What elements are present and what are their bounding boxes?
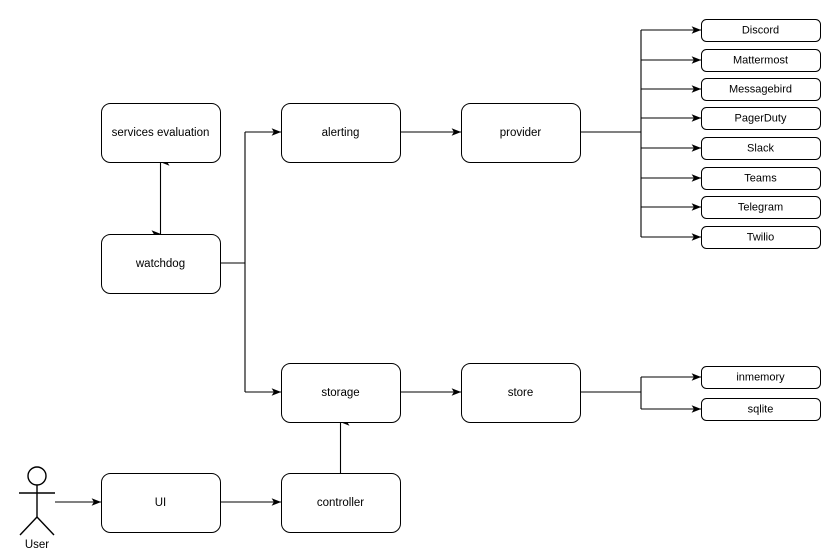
node-inmemory[interactable]: inmemory bbox=[701, 366, 821, 389]
node-watchdog-shape bbox=[101, 234, 221, 294]
node-alerting[interactable]: alerting bbox=[281, 103, 401, 163]
node-controller[interactable]: controller bbox=[281, 473, 401, 533]
node-twilio-label: Twilio bbox=[747, 231, 775, 243]
node-mattermost-shape bbox=[701, 49, 821, 72]
node-discord-shape bbox=[701, 19, 821, 42]
node-inmemory-shape bbox=[701, 366, 821, 389]
node-controller-label: controller bbox=[317, 497, 364, 509]
node-ui-shape bbox=[101, 473, 221, 533]
node-slack[interactable]: Slack bbox=[701, 137, 821, 160]
node-store-label: store bbox=[508, 387, 534, 399]
node-ui-label: UI bbox=[155, 497, 167, 509]
node-ui[interactable]: UI bbox=[101, 473, 221, 533]
actor-leg-right-icon bbox=[36, 516, 55, 536]
node-telegram-label: Telegram bbox=[738, 201, 783, 213]
node-watchdog-label: watchdog bbox=[135, 258, 185, 270]
node-teams[interactable]: Teams bbox=[701, 167, 821, 190]
node-services-evaluation-label: services evaluation bbox=[112, 127, 210, 139]
node-messagebird-label: Messagebird bbox=[729, 83, 792, 95]
node-slack-label: Slack bbox=[747, 142, 774, 154]
node-pagerduty[interactable]: PagerDuty bbox=[701, 107, 821, 130]
node-discord[interactable]: Discord bbox=[701, 19, 821, 42]
node-discord-label: Discord bbox=[742, 24, 779, 36]
actor-user[interactable]: User bbox=[19, 466, 55, 551]
node-watchdog[interactable]: watchdog bbox=[101, 234, 221, 294]
node-provider[interactable]: provider bbox=[461, 103, 581, 163]
node-mattermost-label: Mattermost bbox=[733, 54, 788, 66]
actor-leg-left-icon bbox=[19, 516, 38, 536]
node-provider-label: provider bbox=[500, 127, 542, 139]
node-services-evaluation-shape bbox=[101, 103, 221, 163]
node-store[interactable]: store bbox=[461, 363, 581, 423]
node-inmemory-label: inmemory bbox=[736, 371, 785, 383]
actor-user-label: User bbox=[25, 539, 49, 551]
nodes-layer: services evaluation watchdog alerting provi… bbox=[101, 103, 581, 533]
node-controller-shape bbox=[281, 473, 401, 533]
node-services-evaluation[interactable]: services evaluation bbox=[101, 103, 221, 163]
node-mattermost[interactable]: Mattermost bbox=[701, 49, 821, 72]
node-alerting-label: alerting bbox=[322, 127, 360, 139]
node-teams-label: Teams bbox=[744, 172, 777, 184]
node-alerting-shape bbox=[281, 103, 401, 163]
node-twilio-shape bbox=[701, 226, 821, 249]
node-sqlite-shape bbox=[701, 398, 821, 421]
node-store-shape bbox=[461, 363, 581, 423]
node-storage[interactable]: storage bbox=[281, 363, 401, 423]
node-telegram-shape bbox=[701, 196, 821, 219]
node-teams-shape bbox=[701, 167, 821, 190]
node-pagerduty-label: PagerDuty bbox=[735, 112, 787, 124]
node-sqlite[interactable]: sqlite bbox=[701, 398, 821, 421]
node-messagebird-shape bbox=[701, 78, 821, 101]
edges-layer bbox=[55, 26, 702, 506]
node-pagerduty-shape bbox=[701, 107, 821, 130]
node-storage-shape bbox=[281, 363, 401, 423]
node-provider-shape bbox=[461, 103, 581, 163]
node-telegram[interactable]: Telegram bbox=[701, 196, 821, 219]
actor-head-icon bbox=[27, 466, 47, 486]
node-messagebird[interactable]: Messagebird bbox=[701, 78, 821, 101]
node-slack-shape bbox=[701, 137, 821, 160]
node-twilio[interactable]: Twilio bbox=[701, 226, 821, 249]
actor-layer: User bbox=[19, 466, 55, 551]
node-sqlite-label: sqlite bbox=[748, 403, 774, 415]
leaf-nodes-layer: DiscordMattermostMessagebirdPagerDutySla… bbox=[701, 19, 821, 421]
node-storage-label: storage bbox=[321, 387, 359, 399]
